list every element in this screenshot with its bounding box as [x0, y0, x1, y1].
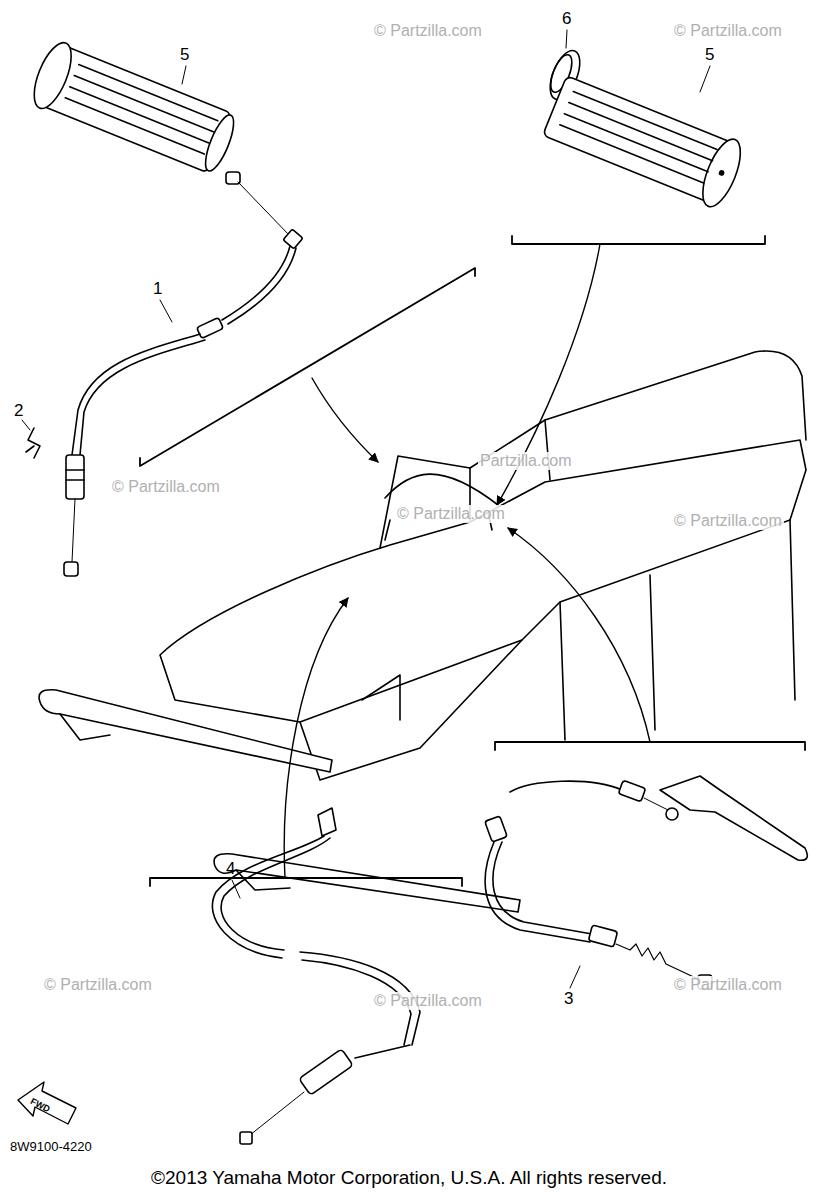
snowmobile	[39, 351, 806, 912]
callout-number: 3	[564, 990, 573, 1009]
watermark: © Partzilla.com	[42, 976, 154, 994]
watermark: © Partzilla.com	[672, 512, 784, 530]
watermark: © Partzilla.com	[672, 976, 784, 994]
copyright-caption: ©2013 Yamaha Motor Corporation, U.S.A. A…	[151, 1168, 667, 1189]
watermark: © Partzilla.com	[372, 992, 484, 1010]
callout-number: 5	[180, 46, 189, 65]
callout-number: 5	[705, 46, 714, 65]
watermark: © Partzilla.com	[110, 478, 222, 496]
grip	[27, 38, 241, 179]
watermark: © Partzilla.com	[395, 505, 507, 523]
callout-number: 4	[226, 860, 235, 879]
watermark: © Partzilla.com	[372, 22, 484, 40]
callout-number: 6	[562, 10, 571, 29]
grip	[541, 72, 748, 211]
watermark: Partzilla.com	[478, 452, 574, 470]
callout-number: 1	[153, 280, 162, 299]
callout-number: 2	[14, 402, 23, 421]
part-code: 8W9100-4220	[10, 1140, 92, 1154]
watermark: © Partzilla.com	[672, 22, 784, 40]
